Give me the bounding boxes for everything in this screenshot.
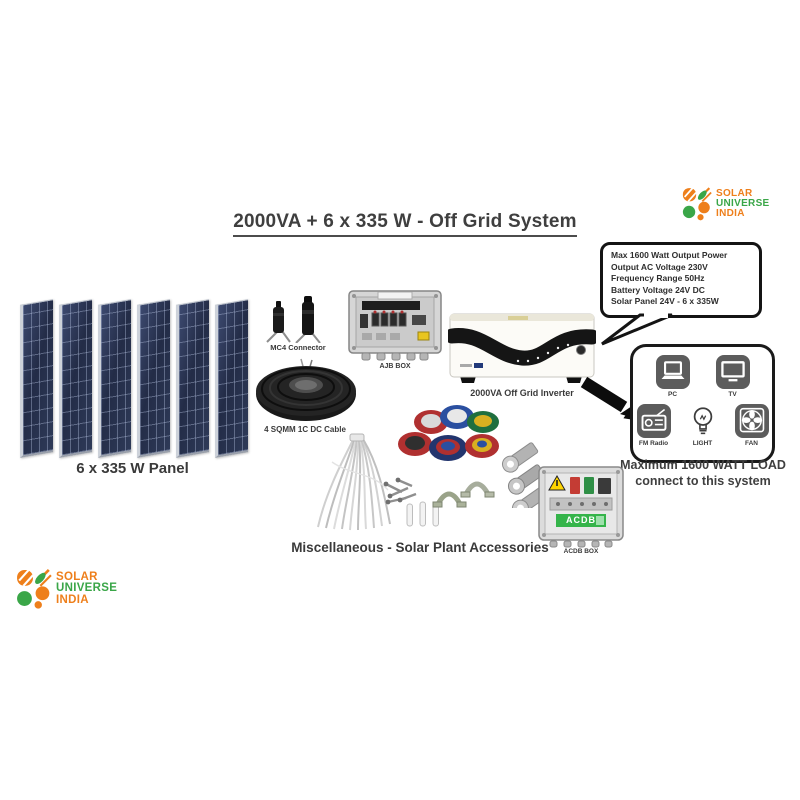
brand-logo-top-right: SOLAR UNIVERSE INDIA: [682, 186, 770, 222]
fan-icon: [734, 404, 769, 438]
cable-ties-image: [317, 433, 391, 531]
solar-panel: [176, 299, 209, 458]
load-item-fan: FAN: [732, 404, 772, 447]
brand-logo-bottom-left: SOLAR UNIVERSE INDIA: [16, 568, 117, 610]
ajb-label: AJB BOX: [379, 363, 411, 370]
spec-callout: Max 1600 Watt Output Power Output AC Vol…: [600, 242, 762, 318]
acdb-label: ACDB BOX: [563, 548, 599, 555]
spec-callout-tail: [601, 313, 673, 346]
dc-cable-image: [256, 358, 356, 421]
cable-lugs-image: [501, 442, 546, 508]
load-caption: Maximum 1600 WATT LOAD connect to this s…: [620, 458, 786, 488]
brand-logo-icon: [682, 187, 712, 221]
bulb-icon: [686, 404, 720, 438]
insulation-tape-image: [398, 405, 499, 461]
mc4-label: MC4 Connector: [270, 343, 326, 352]
clamps-image: [432, 481, 495, 508]
solar-panel: [20, 299, 53, 458]
panel-label: 6 x 335 W Panel: [76, 460, 189, 477]
ajb-box-image: [348, 290, 442, 361]
acdb-box-image: [538, 466, 624, 548]
load-item-fm-radio: FM Radio: [634, 404, 674, 447]
laptop-icon: [655, 355, 690, 389]
solar-panel: [59, 299, 92, 458]
load-item-light: LIGHT: [683, 404, 723, 447]
brand-logo-icon: [17, 569, 52, 609]
inverter-label: 2000VA Off Grid Inverter: [470, 388, 574, 398]
screws-image: [383, 477, 417, 505]
load-box: PC TV: [630, 344, 775, 463]
acdb-panel-text: ACDB: [566, 515, 596, 525]
solar-panel: [98, 299, 131, 458]
mc4-connector-image: [266, 296, 321, 343]
dc-cable-label: 4 SQMM 1C DC Cable: [264, 425, 346, 434]
load-item-pc: PC: [653, 355, 693, 398]
radio-icon: [636, 404, 671, 438]
load-item-tv: TV: [713, 355, 753, 398]
page-title: 2000VA + 6 x 335 W - Off Grid System: [225, 211, 585, 237]
tv-icon: [715, 355, 750, 389]
brand-name: SOLAR UNIVERSE INDIA: [716, 188, 770, 219]
inverter-image: [448, 313, 596, 383]
wall-plugs-image: [406, 501, 439, 527]
solar-panel: [137, 299, 170, 458]
solar-panel: [215, 299, 248, 458]
misc-label: Miscellaneous - Solar Plant Accessories: [291, 540, 549, 555]
brand-name: SOLAR UNIVERSE INDIA: [56, 570, 118, 606]
